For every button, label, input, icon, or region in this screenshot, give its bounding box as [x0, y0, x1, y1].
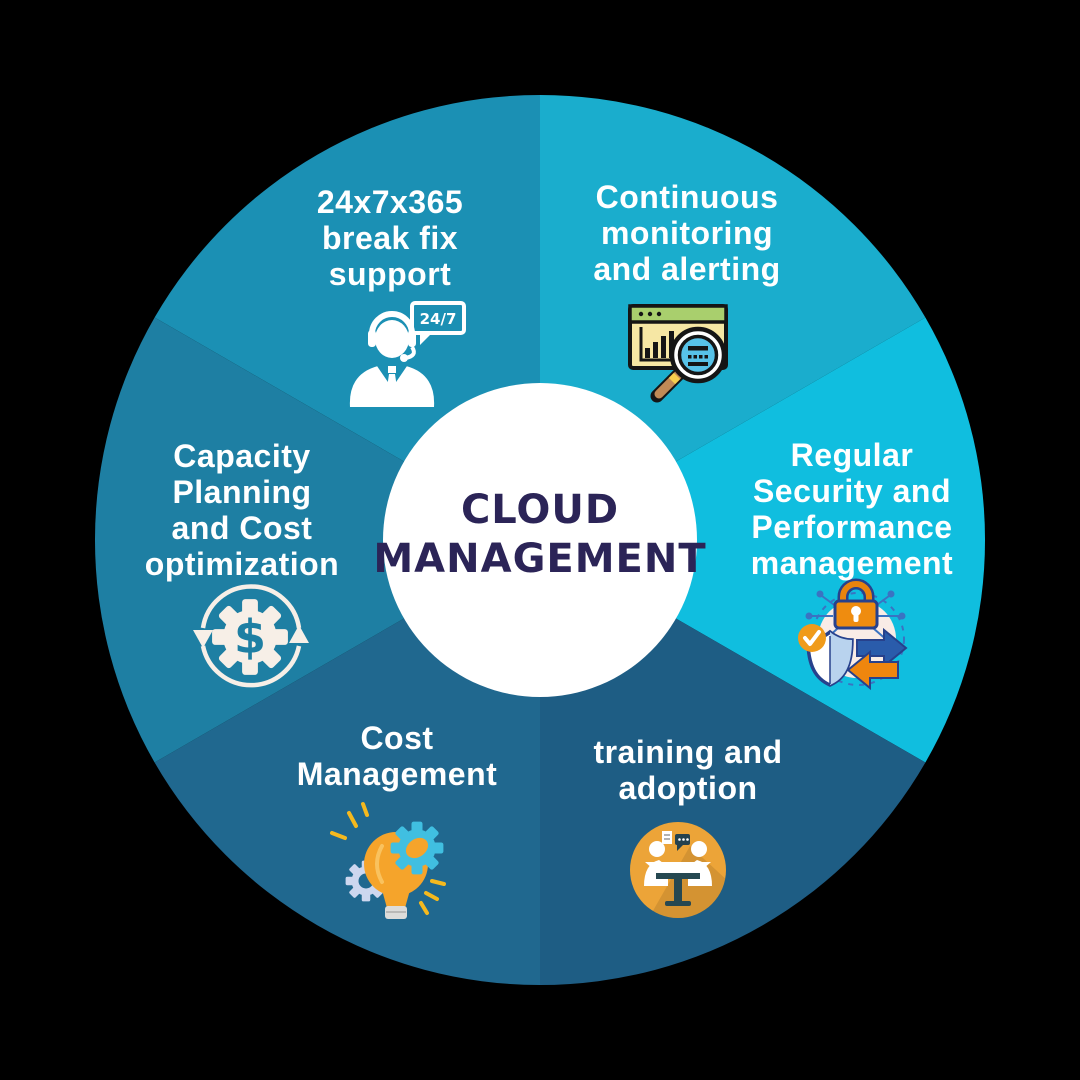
badge-24-7: 24/7: [420, 310, 457, 328]
dollar-gear-icon: $: [193, 584, 309, 688]
dashboard-magnifier-icon: [628, 304, 728, 403]
center-title-line2: MANAGEMENT: [373, 536, 707, 582]
center-title: CLOUD MANAGEMENT: [373, 486, 706, 584]
label-security-performance: Regular Security and Performance managem…: [750, 437, 954, 581]
center-circle: [383, 383, 697, 697]
label-training-adoption: training and adoption: [593, 734, 783, 806]
label-cost-management: Cost Management: [296, 720, 498, 792]
dollar-symbol: $: [234, 610, 266, 664]
people-meeting-icon: [630, 822, 726, 918]
label-break-fix-support: 24x7x365 break fix support: [316, 184, 464, 292]
headset-agent-icon: 24/7: [349, 301, 466, 407]
label-continuous-monitoring: Continuous monitoring and alerting: [593, 179, 781, 287]
bulb-gears-icon: [330, 802, 446, 919]
center-title-line1: CLOUD: [460, 487, 620, 533]
lock-shield-arrows-icon: [798, 578, 908, 691]
label-capacity-planning: Capacity Planning and Cost optimization: [144, 438, 340, 582]
